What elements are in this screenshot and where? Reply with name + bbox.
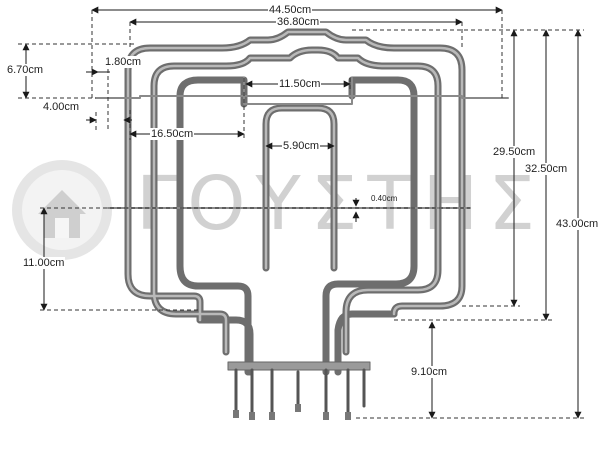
dim-bar-thickness: 0.40cm	[371, 194, 398, 203]
dim-terminal-length: 9.10cm	[410, 366, 449, 378]
element-tube-highlight	[126, 30, 464, 354]
dim-lower-height: 11.00cm	[22, 257, 66, 269]
dim-loop-width: 5.90cm	[282, 140, 321, 152]
dim-height-1: 29.50cm	[492, 146, 537, 158]
terminal-bracket	[227, 361, 371, 420]
dim-left-span: 16.50cm	[150, 128, 195, 140]
dim-bracket-gap: 1.80cm	[104, 56, 143, 68]
dim-top-offset: 6.70cm	[6, 64, 45, 76]
dim-total-height: 43.00cm	[555, 218, 600, 230]
dim-side-offset: 4.00cm	[42, 101, 81, 113]
dim-inner-width: 36.80cm	[276, 16, 321, 28]
dim-overall-width: 44.50cm	[268, 4, 313, 16]
dim-height-2: 32.50cm	[524, 163, 569, 175]
dim-center-gap: 11.50cm	[278, 78, 322, 90]
